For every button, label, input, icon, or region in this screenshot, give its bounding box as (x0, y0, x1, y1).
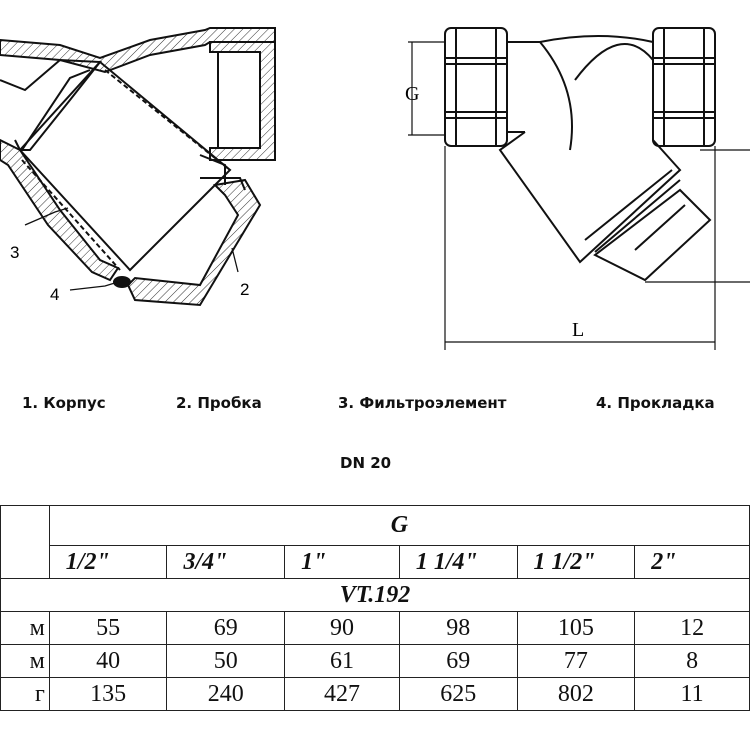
model-row: VT.192 (0, 578, 750, 612)
dimension-g-label: G (405, 83, 419, 105)
size-header: 1 1/2" (516, 544, 636, 580)
table-cell: 55 (48, 611, 168, 645)
table-cell: 802 (516, 677, 636, 711)
table-cell: 8 (634, 644, 750, 678)
table-cell: 625 (398, 677, 518, 711)
table-cell: 105 (516, 611, 636, 645)
dn-label: DN 20 (340, 454, 392, 472)
header-g: G (48, 505, 750, 546)
legend-item-gasket: 4. Прокладка (596, 394, 715, 412)
legend-item-body: 1. Корпус (22, 394, 106, 412)
size-header: 1" (284, 544, 400, 580)
table-cell: 69 (398, 644, 518, 678)
table-cell: 240 (166, 677, 286, 711)
size-header: 3/4" (166, 544, 286, 580)
table-row: м 55 69 90 98 105 12 (0, 611, 750, 645)
table-cell: 77 (516, 644, 636, 678)
row-label: г (0, 677, 50, 711)
size-header: 1/2" (48, 544, 168, 580)
callout-3: 3 (10, 243, 19, 262)
row-label: м (0, 644, 50, 678)
external-view-drawing: G L (405, 27, 750, 350)
table-cell: 11 (634, 677, 750, 711)
table-cell: 69 (166, 611, 286, 645)
size-header: 2" (634, 544, 750, 580)
table-cell: 427 (284, 677, 400, 711)
legend-item-plug: 2. Пробка (176, 394, 262, 412)
callout-4: 4 (50, 285, 59, 304)
table-cell: 40 (48, 644, 168, 678)
legend-item-filter: 3. Фильтроэлемент (338, 394, 507, 412)
row-label: м (0, 611, 50, 645)
table-cell: 98 (398, 611, 518, 645)
table-cell: 61 (284, 644, 400, 678)
table-row: г 135 240 427 625 802 11 (0, 677, 750, 711)
table-row: м 40 50 61 69 77 8 (0, 644, 750, 678)
size-header: 1 1/4" (398, 544, 518, 580)
valve-body-section (0, 27, 276, 307)
table-cell: 135 (48, 677, 168, 711)
dimension-l-label: L (572, 319, 584, 341)
header-corner-cell (0, 505, 50, 579)
table-cell: 50 (166, 644, 286, 678)
spec-table: G 1/2" 3/4" 1" 1 1/4" 1 1/2" 2" VT.192 м… (0, 505, 750, 711)
table-cell: 90 (284, 611, 400, 645)
valve-external-view (444, 27, 716, 282)
callout-2: 2 (240, 280, 249, 299)
section-drawing: 3 4 2 (0, 27, 276, 307)
table-cell: 12 (634, 611, 750, 645)
